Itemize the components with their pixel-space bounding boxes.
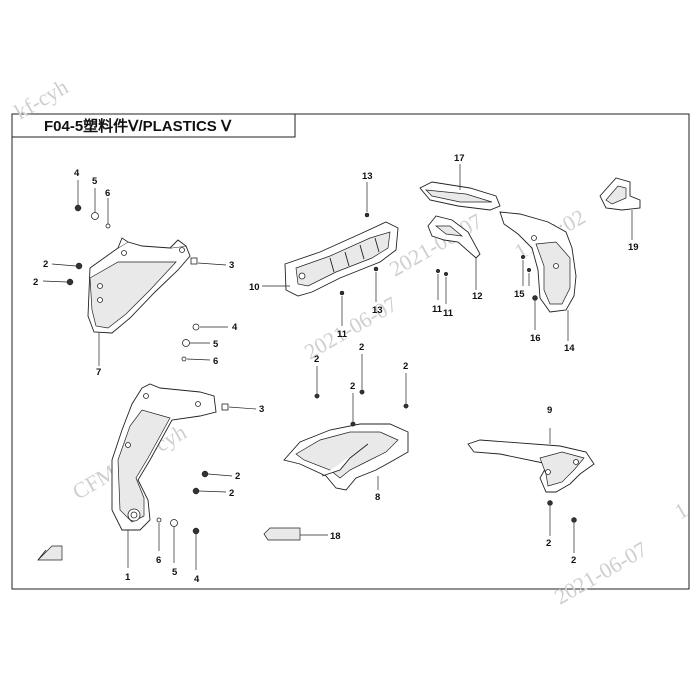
- callout-label: 4: [74, 168, 80, 179]
- fastener-group-mudguard: [314, 354, 409, 490]
- callout-label: 15: [514, 289, 525, 300]
- part-12-bracket: [427, 215, 481, 304]
- front-direction-icon: [37, 545, 63, 561]
- callout-label: 6: [105, 188, 110, 199]
- callout-label: 5: [213, 339, 219, 350]
- title-box: [11, 113, 296, 138]
- callout-label: 1: [125, 572, 131, 583]
- part-17-cover: [419, 164, 501, 211]
- page-title: F04-5塑料件Ⅴ/PLASTICS Ⅴ: [44, 117, 232, 135]
- callout-label: 4: [232, 322, 238, 333]
- callout-label: 3: [229, 260, 234, 271]
- callout-label: 2: [235, 471, 240, 482]
- callout-label: 3: [259, 404, 264, 415]
- callout-label: 9: [547, 405, 552, 416]
- part-7-side-panel: [87, 237, 191, 334]
- watermark: 2021-06-07: [550, 536, 651, 609]
- callout-label: 2: [229, 488, 234, 499]
- callout-label: 2: [43, 259, 48, 270]
- callout-label: 18: [330, 531, 341, 542]
- part-14-rear-hugger: [499, 211, 577, 341]
- callout-label: 13: [372, 305, 383, 316]
- callout-label: 11: [443, 308, 454, 319]
- part-10-fender: [284, 221, 399, 297]
- callout-label: 7: [96, 367, 101, 378]
- part-19-bracket: [599, 177, 641, 240]
- callout-label: 6: [156, 555, 161, 566]
- callout-label: 2: [359, 342, 364, 353]
- callout-label: 2: [546, 538, 551, 549]
- callout-label: 2: [350, 381, 355, 392]
- part-8-mudguard: [283, 423, 409, 491]
- part-1-side-panel: [111, 383, 217, 531]
- callout-label: 8: [375, 492, 380, 503]
- callout-label: 19: [628, 242, 639, 253]
- fastener-group-upper-left: [42, 180, 227, 366]
- callout-label: 5: [172, 567, 178, 578]
- callout-label: 14: [564, 343, 575, 354]
- callout-label: 17: [454, 153, 465, 164]
- callout-label: 2: [403, 361, 408, 372]
- part-9-chain-guard: [467, 428, 595, 553]
- callout-label: 11: [337, 329, 348, 340]
- callout-label: 5: [92, 176, 98, 187]
- callout-label: 6: [213, 356, 218, 367]
- callout-label: 2: [33, 277, 38, 288]
- callout-label: 16: [530, 333, 541, 344]
- diagram-frame: [11, 113, 690, 590]
- callout-label: 12: [472, 291, 483, 302]
- fastener-group-lower-left: [127, 323, 257, 570]
- part-18-pad: [263, 527, 328, 541]
- callout-label: 10: [249, 282, 260, 293]
- callout-labels: 4 5 6 2 2 3 7 4 5 6 3 2 2 1 6 5 4 13 10 …: [33, 153, 639, 585]
- callout-label: 2: [571, 555, 576, 566]
- callout-label: 2: [314, 354, 319, 365]
- callout-label: 11: [432, 304, 443, 315]
- callout-label: 13: [362, 171, 373, 182]
- callout-label: 4: [194, 574, 200, 585]
- fastener-group-fender: [262, 182, 379, 326]
